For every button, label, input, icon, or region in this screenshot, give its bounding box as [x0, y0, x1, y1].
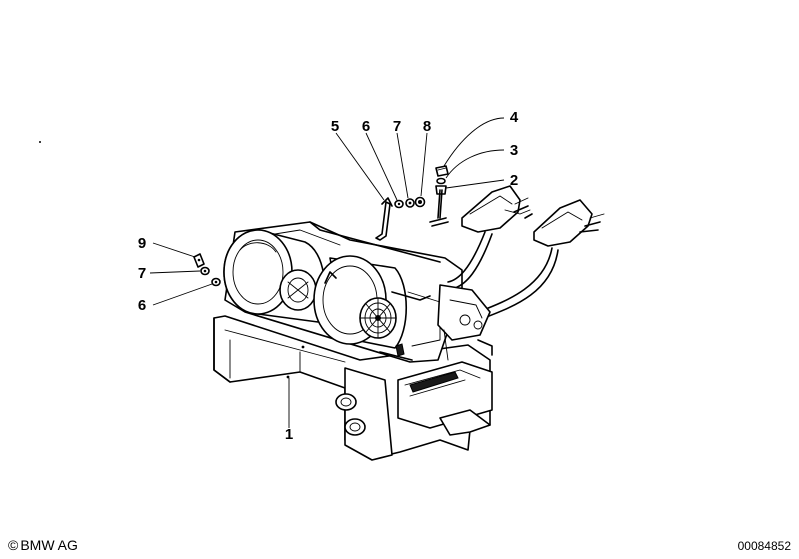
copyright-symbol: ©: [8, 537, 19, 553]
lever-part-2: [429, 185, 449, 227]
callout-9: 9: [138, 235, 146, 252]
stray-dot: [39, 141, 41, 143]
leader-6-top: [365, 132, 398, 201]
callout-4: 4: [510, 109, 519, 126]
callout-5: 5: [331, 118, 339, 135]
nut-part-7-top: [405, 198, 415, 208]
leader-6-left: [152, 283, 213, 306]
bracket-part-5: [375, 197, 393, 241]
screw-part-9: [193, 253, 205, 268]
leader-7-left: [149, 270, 201, 274]
nut-part-7-left: [200, 266, 210, 276]
heater-housing: [213, 315, 493, 461]
leader-5: [335, 132, 385, 201]
callout-2: 2: [510, 172, 518, 189]
callout-3: 3: [510, 142, 518, 159]
blower-assembly: [223, 221, 463, 363]
diagram-number: 00084852: [737, 539, 791, 553]
fan-grille: [359, 297, 397, 339]
leader-lines: [149, 117, 505, 428]
callout-6-left: 6: [138, 297, 146, 314]
leader-8: [420, 132, 428, 197]
cap-part-4: [435, 165, 449, 177]
leader-2: [445, 179, 505, 189]
callout-8: 8: [423, 118, 431, 135]
nut-part-8: [414, 196, 426, 208]
leader-4: [443, 117, 505, 167]
leader-9: [152, 242, 196, 258]
washer-part-6-top: [394, 199, 404, 209]
washer-part-6-left: [211, 277, 221, 287]
copyright-notice: © BMW AG: [8, 537, 78, 553]
callout-labels: 1 2 3 4 5 6 6 7 7 8 9: [138, 109, 519, 443]
callout-1: 1: [285, 426, 293, 443]
washer-part-3: [436, 177, 446, 185]
control-cables: [437, 185, 605, 361]
callout-7-top: 7: [393, 118, 401, 135]
leader-3: [445, 149, 505, 179]
callout-7-left: 7: [138, 265, 146, 282]
callout-6-top: 6: [362, 118, 370, 135]
copyright-owner: BMW AG: [20, 537, 78, 553]
leader-7-top: [396, 132, 409, 199]
